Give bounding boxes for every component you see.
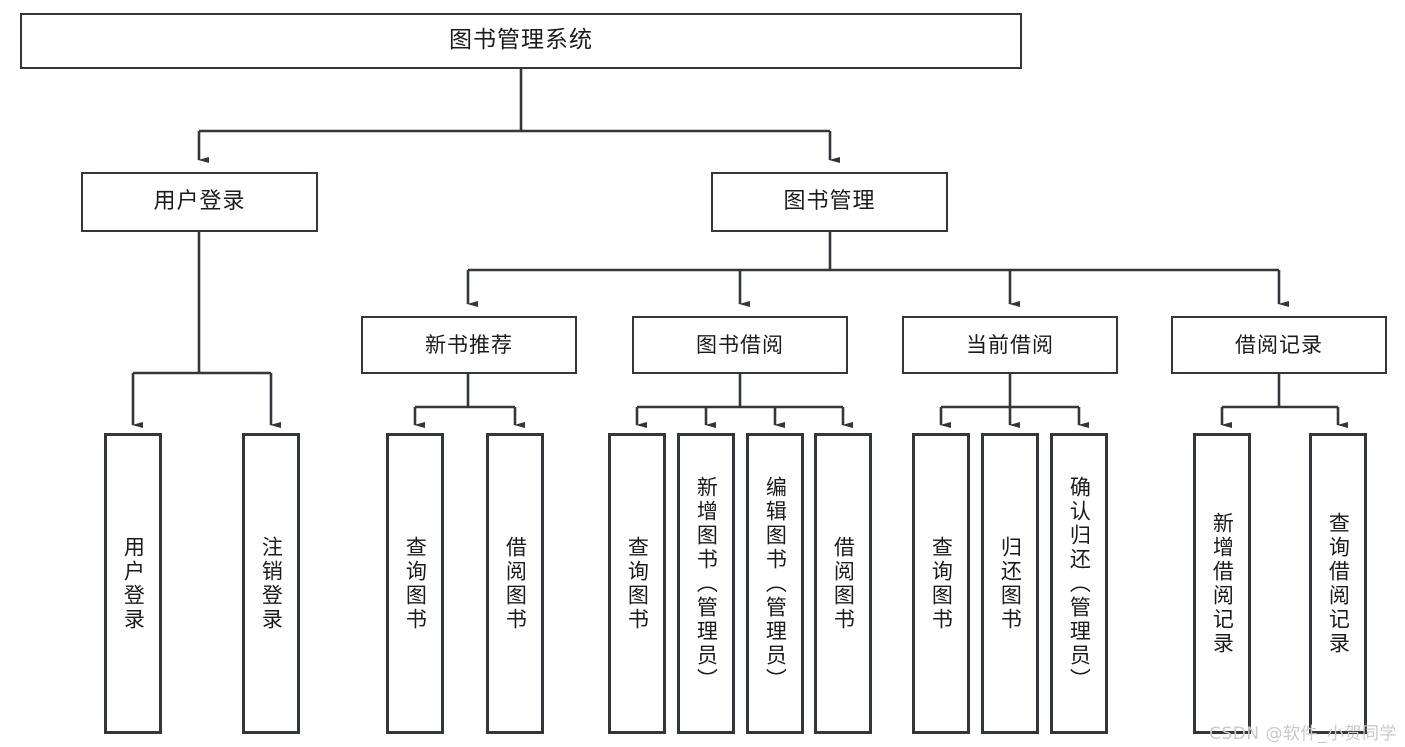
leaf-current-borrow-query[interactable]: 查询图书 bbox=[912, 433, 970, 734]
node-user-login[interactable]: 用户登录 bbox=[81, 172, 318, 232]
leaf-label: 新增借阅记录 bbox=[1210, 511, 1235, 656]
node-root[interactable]: 图书管理系统 bbox=[20, 13, 1022, 69]
node-borrow-record[interactable]: 借阅记录 bbox=[1171, 316, 1387, 374]
leaf-book-borrow-edit[interactable]: 编辑图书（管理员） bbox=[746, 433, 804, 734]
leaf-label: 确认归还（管理员） bbox=[1067, 475, 1092, 692]
node-borrow-record-label: 借阅记录 bbox=[1235, 332, 1323, 357]
leaf-label: 注销登录 bbox=[259, 535, 284, 632]
node-current-borrow[interactable]: 当前借阅 bbox=[902, 316, 1118, 374]
node-root-label: 图书管理系统 bbox=[449, 27, 593, 54]
leaf-current-borrow-confirm-return[interactable]: 确认归还（管理员） bbox=[1050, 433, 1108, 734]
node-new-book-recommend[interactable]: 新书推荐 bbox=[361, 316, 577, 374]
node-current-borrow-label: 当前借阅 bbox=[966, 332, 1054, 357]
leaf-book-borrow-query[interactable]: 查询图书 bbox=[608, 433, 666, 734]
leaf-book-borrow-borrow[interactable]: 借阅图书 bbox=[814, 433, 872, 734]
leaf-book-borrow-add[interactable]: 新增图书（管理员） bbox=[677, 433, 735, 734]
leaf-label: 查询图书 bbox=[929, 535, 954, 632]
leaf-new-book-borrow[interactable]: 借阅图书 bbox=[486, 433, 544, 734]
leaf-label: 查询图书 bbox=[403, 535, 428, 632]
node-book-management[interactable]: 图书管理 bbox=[711, 172, 948, 232]
node-book-borrow[interactable]: 图书借阅 bbox=[632, 316, 848, 374]
leaf-label: 查询借阅记录 bbox=[1326, 511, 1351, 656]
leaf-new-book-query[interactable]: 查询图书 bbox=[386, 433, 444, 734]
leaf-label: 借阅图书 bbox=[503, 535, 528, 632]
leaf-user-login-login[interactable]: 用户登录 bbox=[104, 433, 162, 734]
leaf-user-login-logout[interactable]: 注销登录 bbox=[242, 433, 300, 734]
watermark: CSDN @软件_小贺同学 bbox=[1209, 724, 1397, 744]
leaf-current-borrow-return[interactable]: 归还图书 bbox=[981, 433, 1039, 734]
leaf-borrow-record-add[interactable]: 新增借阅记录 bbox=[1193, 433, 1251, 734]
leaf-label: 新增图书（管理员） bbox=[694, 475, 719, 692]
node-book-borrow-label: 图书借阅 bbox=[696, 332, 784, 357]
node-user-login-label: 用户登录 bbox=[153, 189, 246, 215]
leaf-label: 编辑图书（管理员） bbox=[763, 475, 788, 692]
leaf-label: 用户登录 bbox=[121, 535, 146, 632]
leaf-label: 查询图书 bbox=[625, 535, 650, 632]
node-new-book-recommend-label: 新书推荐 bbox=[425, 332, 513, 357]
leaf-label: 借阅图书 bbox=[831, 535, 856, 632]
node-book-management-label: 图书管理 bbox=[783, 189, 876, 215]
leaf-label: 归还图书 bbox=[998, 535, 1023, 632]
leaf-borrow-record-query[interactable]: 查询借阅记录 bbox=[1309, 433, 1367, 734]
